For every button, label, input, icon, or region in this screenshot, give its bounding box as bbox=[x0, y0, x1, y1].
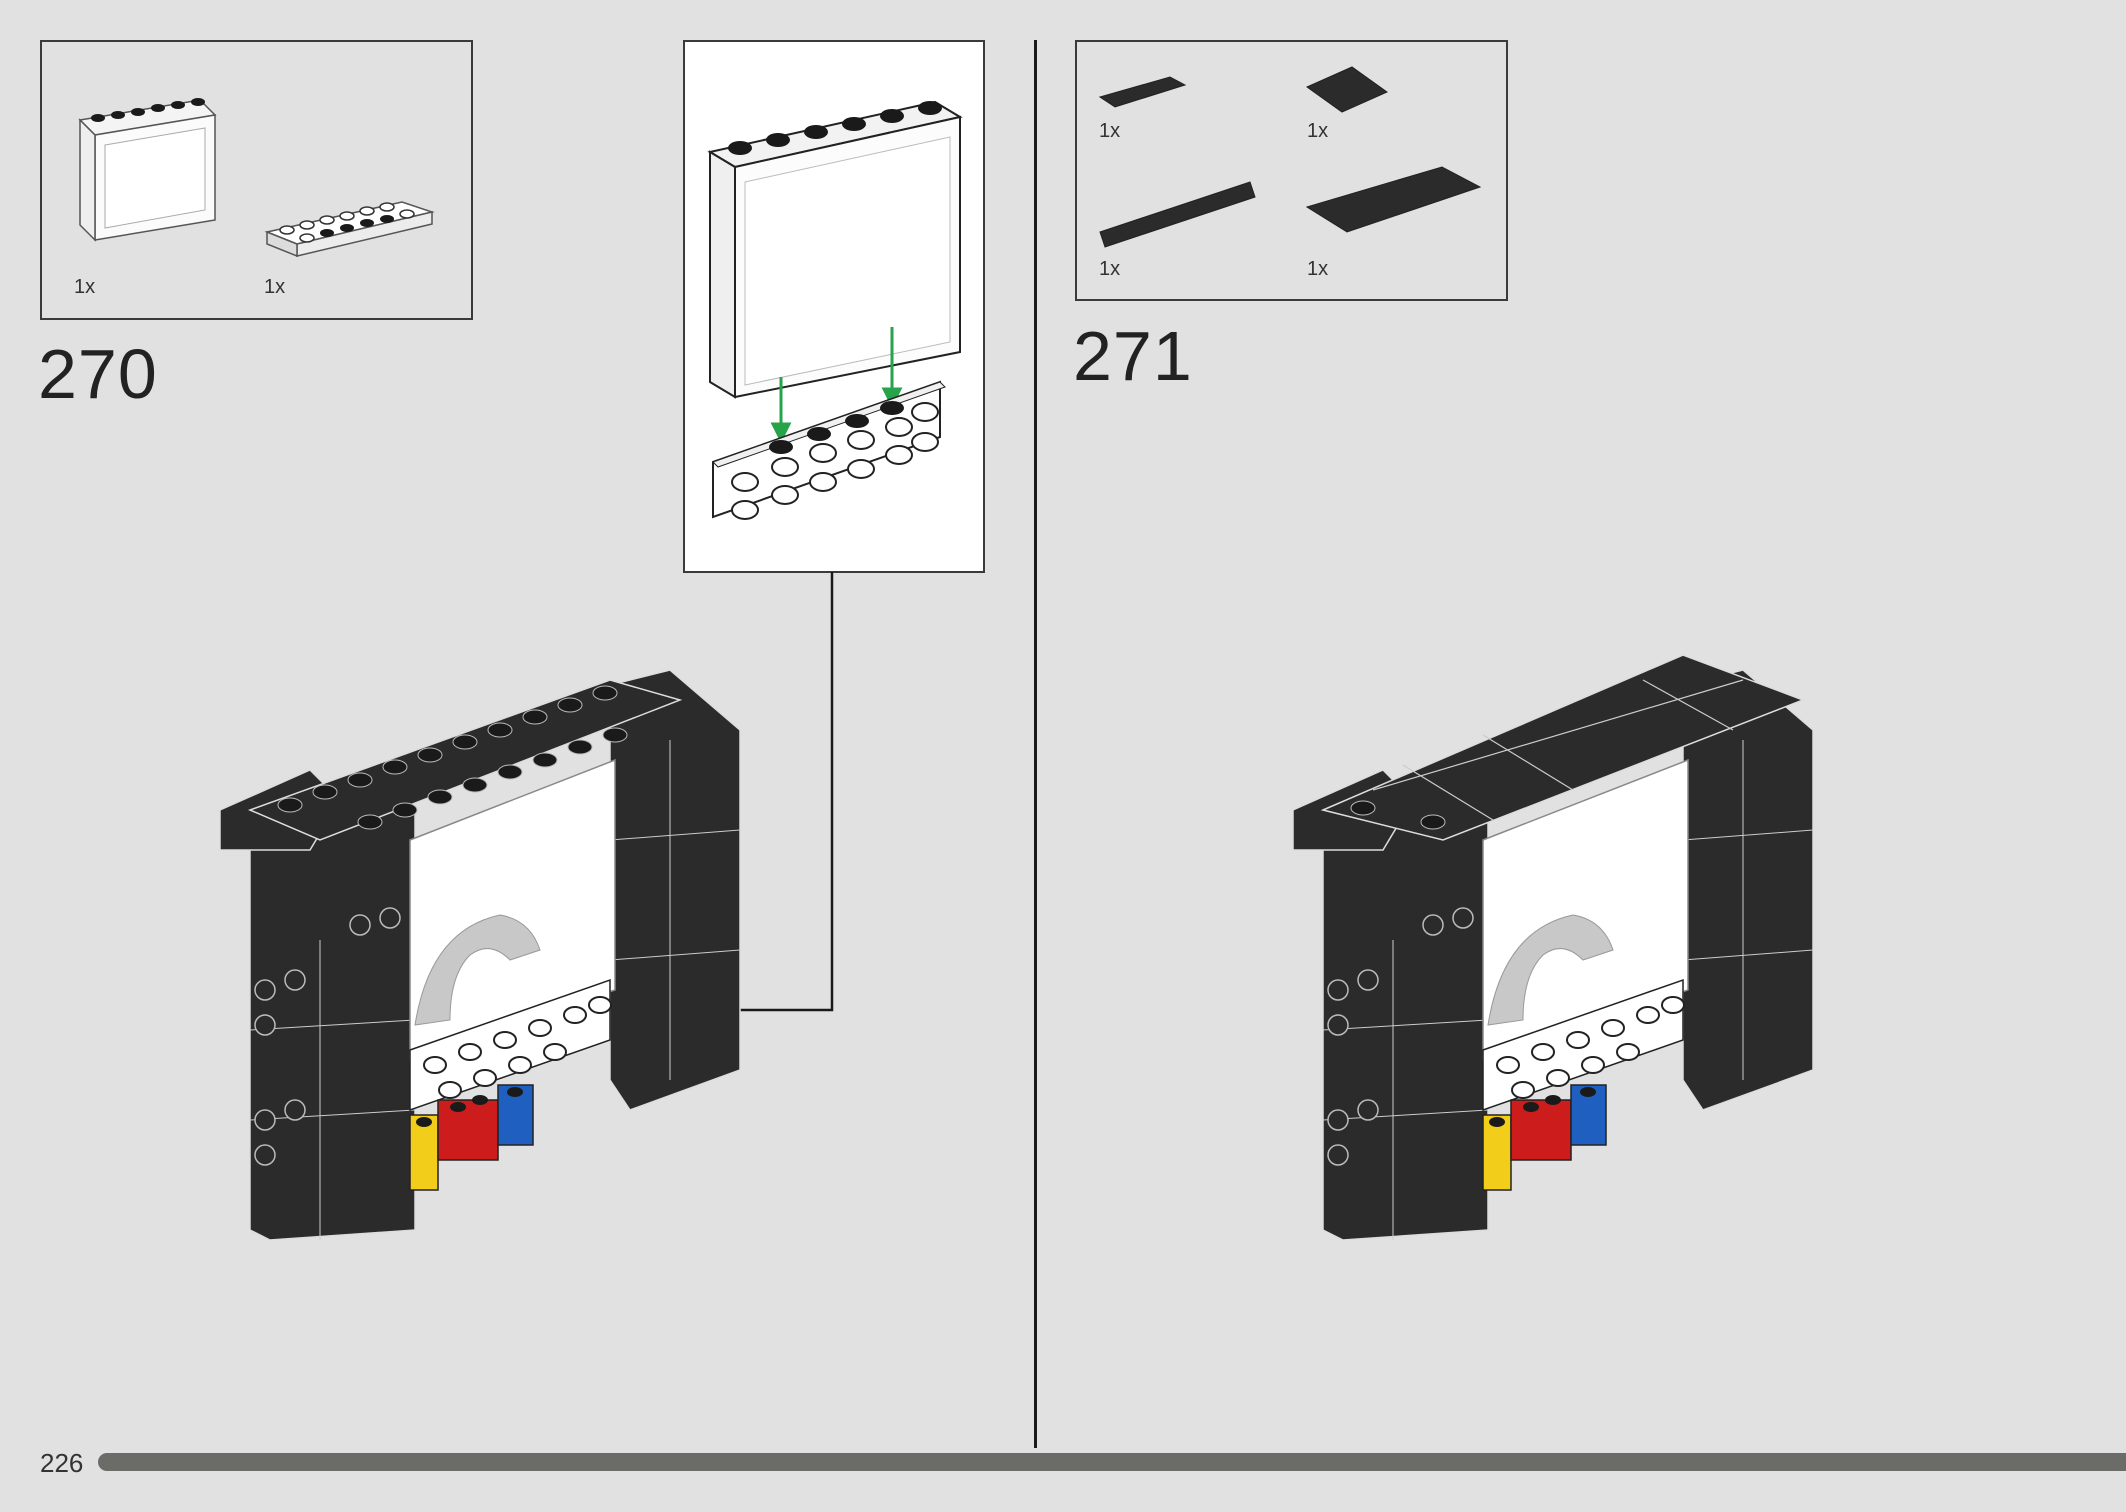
part-qty-label: 1x bbox=[1099, 258, 1121, 280]
part-tile-1x6-image bbox=[1099, 181, 1256, 248]
part-tile-2x6-image bbox=[1305, 166, 1482, 233]
sub-assembly-callout bbox=[683, 40, 985, 573]
step-number-271: 271 bbox=[1073, 317, 1193, 395]
part-qty-label: 1x bbox=[264, 276, 286, 298]
step-271-model bbox=[1292, 654, 1814, 1241]
part-qty-label: 1x bbox=[1307, 258, 1329, 280]
progress-bar-fill bbox=[98, 1453, 2126, 1471]
step-number-270: 270 bbox=[38, 335, 158, 413]
part-white-plate-image bbox=[264, 201, 435, 258]
parts-list-step-270: 1x 1x bbox=[40, 40, 473, 320]
part-tile-1x2-image bbox=[1098, 76, 1187, 108]
part-qty-label: 1x bbox=[1099, 120, 1121, 142]
parts-list-step-271: 1x 1x 1x 1x bbox=[1075, 40, 1508, 301]
part-transparent-panel-image bbox=[78, 98, 217, 242]
progress-bar bbox=[98, 1453, 2126, 1471]
part-qty-label: 1x bbox=[1307, 120, 1329, 142]
page-number: 226 bbox=[40, 1448, 84, 1478]
step-270-model bbox=[219, 669, 741, 1241]
part-qty-label: 1x bbox=[74, 276, 96, 298]
step-divider bbox=[1034, 40, 1037, 1448]
sub-assembly-illustration bbox=[707, 100, 963, 520]
part-tile-2x2-image bbox=[1305, 66, 1389, 113]
